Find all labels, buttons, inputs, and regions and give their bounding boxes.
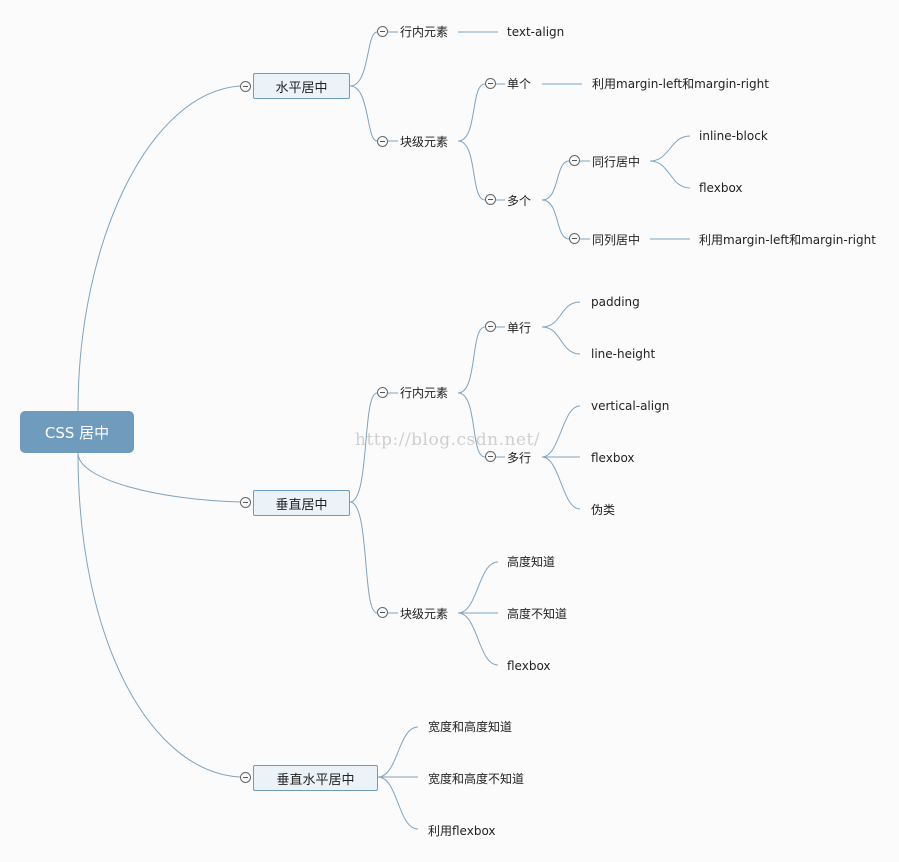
connector-line [349,31,378,87]
topic-horizontal-center[interactable]: 水平居中 [253,73,350,99]
node-single[interactable]: 单个 [507,77,532,91]
node-multiple[interactable]: 多个 [507,194,532,208]
connector-line [541,199,570,240]
node-multi-line[interactable]: 多行 [507,451,532,465]
collapse-icon[interactable] [240,81,251,92]
topic-vertical-horizontal-center[interactable]: 垂直水平居中 [253,765,378,791]
node-block-element[interactable]: 块级元素 [400,607,449,621]
watermark-text: http://blog.csdn.net/ [355,430,541,450]
connector-line [377,726,419,778]
collapse-icon[interactable] [569,155,580,166]
root-topic[interactable]: CSS 居中 [20,411,134,453]
collapse-icon[interactable] [485,451,496,462]
connector-line [457,392,486,458]
node-height-unknown[interactable]: 高度不知道 [507,607,568,621]
connector-line [377,776,419,830]
node-width-height-known[interactable]: 宽度和高度知道 [428,720,513,734]
connector-line [541,405,581,458]
connector-line [77,452,241,503]
connector-line [457,561,499,614]
collapse-icon[interactable] [569,233,580,244]
node-vertical-align[interactable]: vertical-align [591,399,670,413]
connector-line [541,160,570,201]
connector-line [77,452,241,778]
node-same-column-center[interactable]: 同列居中 [592,233,641,247]
connector-line [77,85,241,412]
connector-line [649,160,691,189]
connector-line [541,326,581,355]
collapse-icon[interactable] [240,497,251,508]
connector-line [349,85,378,142]
connector-line [457,140,486,201]
node-flexbox[interactable]: flexbox [699,181,743,195]
connector-line [457,326,486,394]
collapse-icon[interactable] [485,321,496,332]
node-single-line[interactable]: 单行 [507,321,532,335]
node-inline-block[interactable]: inline-block [699,129,768,143]
node-inline-element[interactable]: 行内元素 [400,386,449,400]
node-line-height[interactable]: line-height [591,347,656,361]
node-use-flexbox[interactable]: 利用flexbox [428,824,496,838]
node-pseudo-class[interactable]: 伪类 [591,503,616,517]
collapse-icon[interactable] [377,607,388,618]
node-inline-element[interactable]: 行内元素 [400,25,449,39]
collapse-icon[interactable] [240,772,251,783]
connector-line [541,301,581,328]
collapse-icon[interactable] [377,136,388,147]
connector-line [349,392,378,503]
node-flexbox[interactable]: flexbox [507,659,551,673]
node-block-element[interactable]: 块级元素 [400,135,449,149]
collapse-icon[interactable] [377,26,388,37]
node-text-align[interactable]: text-align [507,25,565,39]
collapse-icon[interactable] [377,387,388,398]
node-same-row-center[interactable]: 同行居中 [592,155,641,169]
connector-line [457,83,486,142]
node-height-known[interactable]: 高度知道 [507,555,556,569]
node-width-height-unknown[interactable]: 宽度和高度不知道 [428,772,525,786]
connector-line [541,456,581,510]
node-padding[interactable]: padding [591,295,640,309]
topic-vertical-center[interactable]: 垂直居中 [253,490,350,516]
collapse-icon[interactable] [485,78,496,89]
connector-line [349,501,378,614]
node-flexbox[interactable]: flexbox [591,451,635,465]
node-margin-left-right[interactable]: 利用margin-left和margin-right [699,233,876,247]
connector-line [649,135,691,162]
collapse-icon[interactable] [485,194,496,205]
node-margin-left-right[interactable]: 利用margin-left和margin-right [592,77,769,91]
connector-line [457,612,499,666]
